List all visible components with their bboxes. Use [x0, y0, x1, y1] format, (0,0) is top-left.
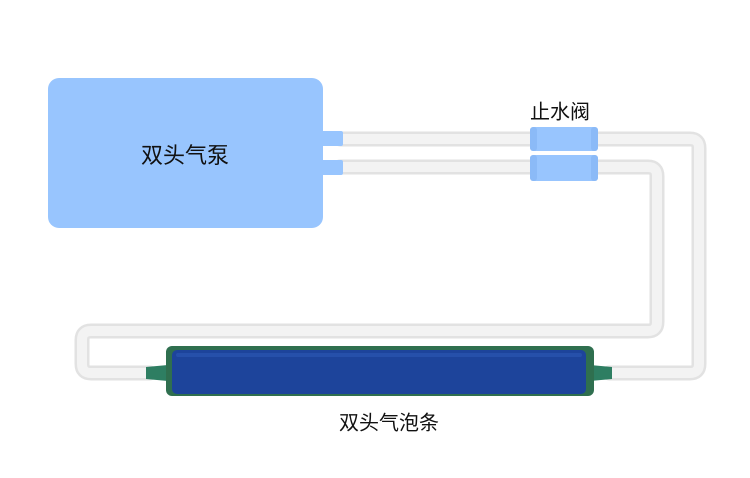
check-valve-lower — [530, 155, 598, 181]
check-valve-lower-right-band — [591, 155, 598, 181]
air-stone-body — [172, 350, 586, 394]
air-tubing — [74, 131, 707, 381]
double-head-air-pump — [48, 78, 343, 228]
pump-outlet-lower — [321, 160, 343, 175]
air-stone-connector-right — [590, 365, 612, 381]
air-stone-highlight — [176, 353, 582, 357]
upper-tube — [335, 134, 704, 378]
double-head-air-stone — [146, 346, 612, 396]
air-stone-label: 双头气泡条 — [339, 410, 439, 435]
pump-label: 双头气泵 — [140, 144, 230, 169]
check-valves — [530, 127, 598, 181]
air-stone-connector-left — [146, 365, 168, 381]
check-valve-upper-left-band — [530, 127, 537, 151]
check-valve-lower-left-band — [530, 155, 537, 181]
check-valve-upper — [530, 127, 598, 151]
lower-tube — [77, 162, 662, 378]
pump-body — [48, 78, 323, 228]
pump-outlet-upper — [321, 131, 343, 146]
check-valve-upper-right-band — [591, 127, 598, 151]
check-valve-label: 止水阀 — [530, 99, 590, 124]
